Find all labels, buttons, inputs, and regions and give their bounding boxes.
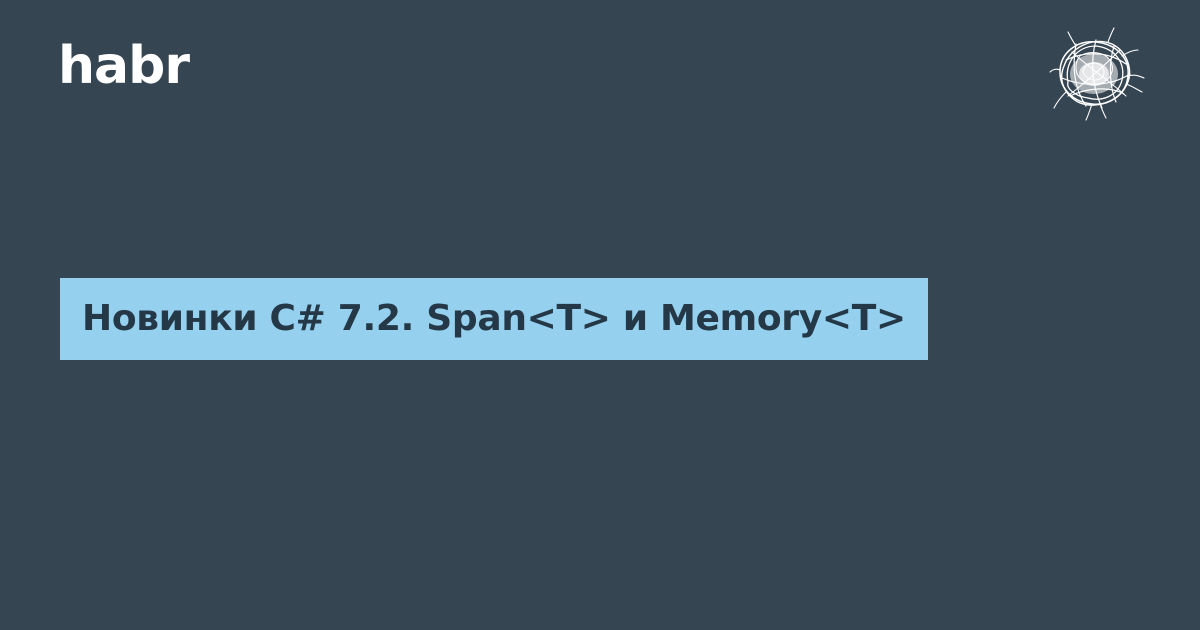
- article-title-box[interactable]: Новинки C# 7.2. Span<T> и Memory<T>: [60, 278, 928, 360]
- article-title[interactable]: Новинки C# 7.2. Span<T> и Memory<T>: [82, 298, 906, 339]
- scribble-sphere-icon: [1049, 27, 1145, 121]
- habr-logo: habr: [58, 36, 190, 96]
